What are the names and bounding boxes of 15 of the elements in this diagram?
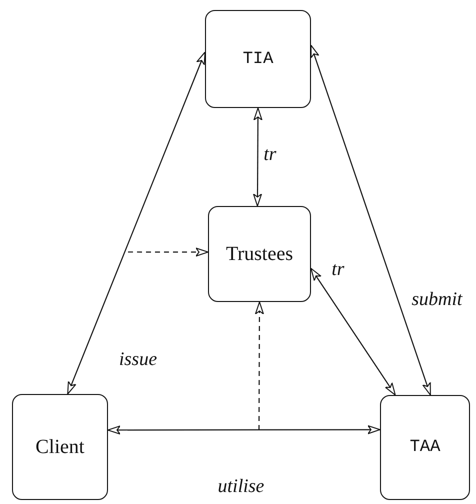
- rounded-box: [208, 206, 311, 302]
- rounded-box: [12, 394, 108, 500]
- node-label: Client: [36, 436, 84, 458]
- rounded-box: [380, 395, 470, 500]
- double-arrow: [310, 44, 431, 396]
- node-label: TIA: [242, 50, 274, 68]
- node-label: Trustees: [226, 242, 294, 266]
- double-arrow: [253, 108, 262, 206]
- rounded-box: [205, 10, 311, 108]
- double-arrow: [108, 425, 380, 435]
- double-arrow: [67, 52, 206, 394]
- dashed-arrow: [254, 302, 264, 430]
- node-label: TAA: [410, 438, 440, 457]
- double-arrow: [310, 268, 396, 396]
- dashed-arrow: [128, 248, 208, 257]
